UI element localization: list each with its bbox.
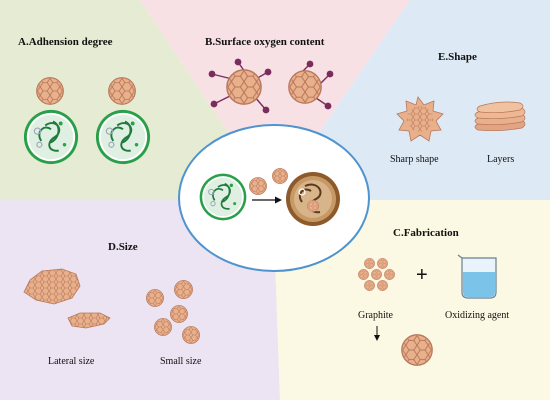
panel-b-title: B.Surface oxygen content <box>205 36 325 48</box>
lateral-size-label: Lateral size <box>48 356 95 367</box>
down-arrow-head-icon <box>374 335 380 341</box>
oxidized-particle-icon <box>288 60 334 110</box>
plus-sign: + <box>416 264 428 286</box>
panel-e-title: E.Shape <box>438 51 477 63</box>
small-particle-icon <box>154 318 172 336</box>
panel-c-title: C.Fabrication <box>393 227 459 239</box>
bacteria-cell-icon <box>94 108 152 166</box>
graphene-particle-icon <box>36 77 64 105</box>
bacteria-cell-icon <box>22 108 80 166</box>
bacteria-cell-icon <box>198 172 248 222</box>
graphene-particle-icon <box>108 77 136 105</box>
panel-b-background <box>140 0 410 200</box>
arrow-head-icon <box>275 196 282 204</box>
graphene-oxide-particle-icon <box>401 334 433 366</box>
large-lateral-particle-icon <box>23 268 81 305</box>
graphite-label: Graphite <box>358 310 394 321</box>
small-particle-icon <box>146 289 164 307</box>
graphene-particle-icon <box>272 168 288 184</box>
oxidizing-agent-label: Oxidizing agent <box>445 310 509 321</box>
central-ellipse <box>178 124 370 272</box>
beaker-icon <box>457 254 497 299</box>
small-particle-icon <box>182 326 200 344</box>
panel-d-title: D.Size <box>108 241 138 253</box>
graphene-particle-icon <box>249 177 267 195</box>
layers-icon <box>474 101 526 132</box>
sharp-shape-label: Sharp shape <box>390 154 439 165</box>
oxidized-particle-icon <box>208 58 272 114</box>
damaged-bacteria-cell-icon <box>286 172 340 226</box>
small-particle-icon <box>174 280 193 299</box>
layers-label: Layers <box>487 154 514 165</box>
small-particle-icon <box>170 305 188 323</box>
flat-lateral-particle-icon <box>67 312 111 329</box>
sharp-shape-particle-icon <box>396 96 444 142</box>
panel-a-title: A.Adhension degree <box>18 36 113 48</box>
small-size-label: Small size <box>160 356 202 367</box>
